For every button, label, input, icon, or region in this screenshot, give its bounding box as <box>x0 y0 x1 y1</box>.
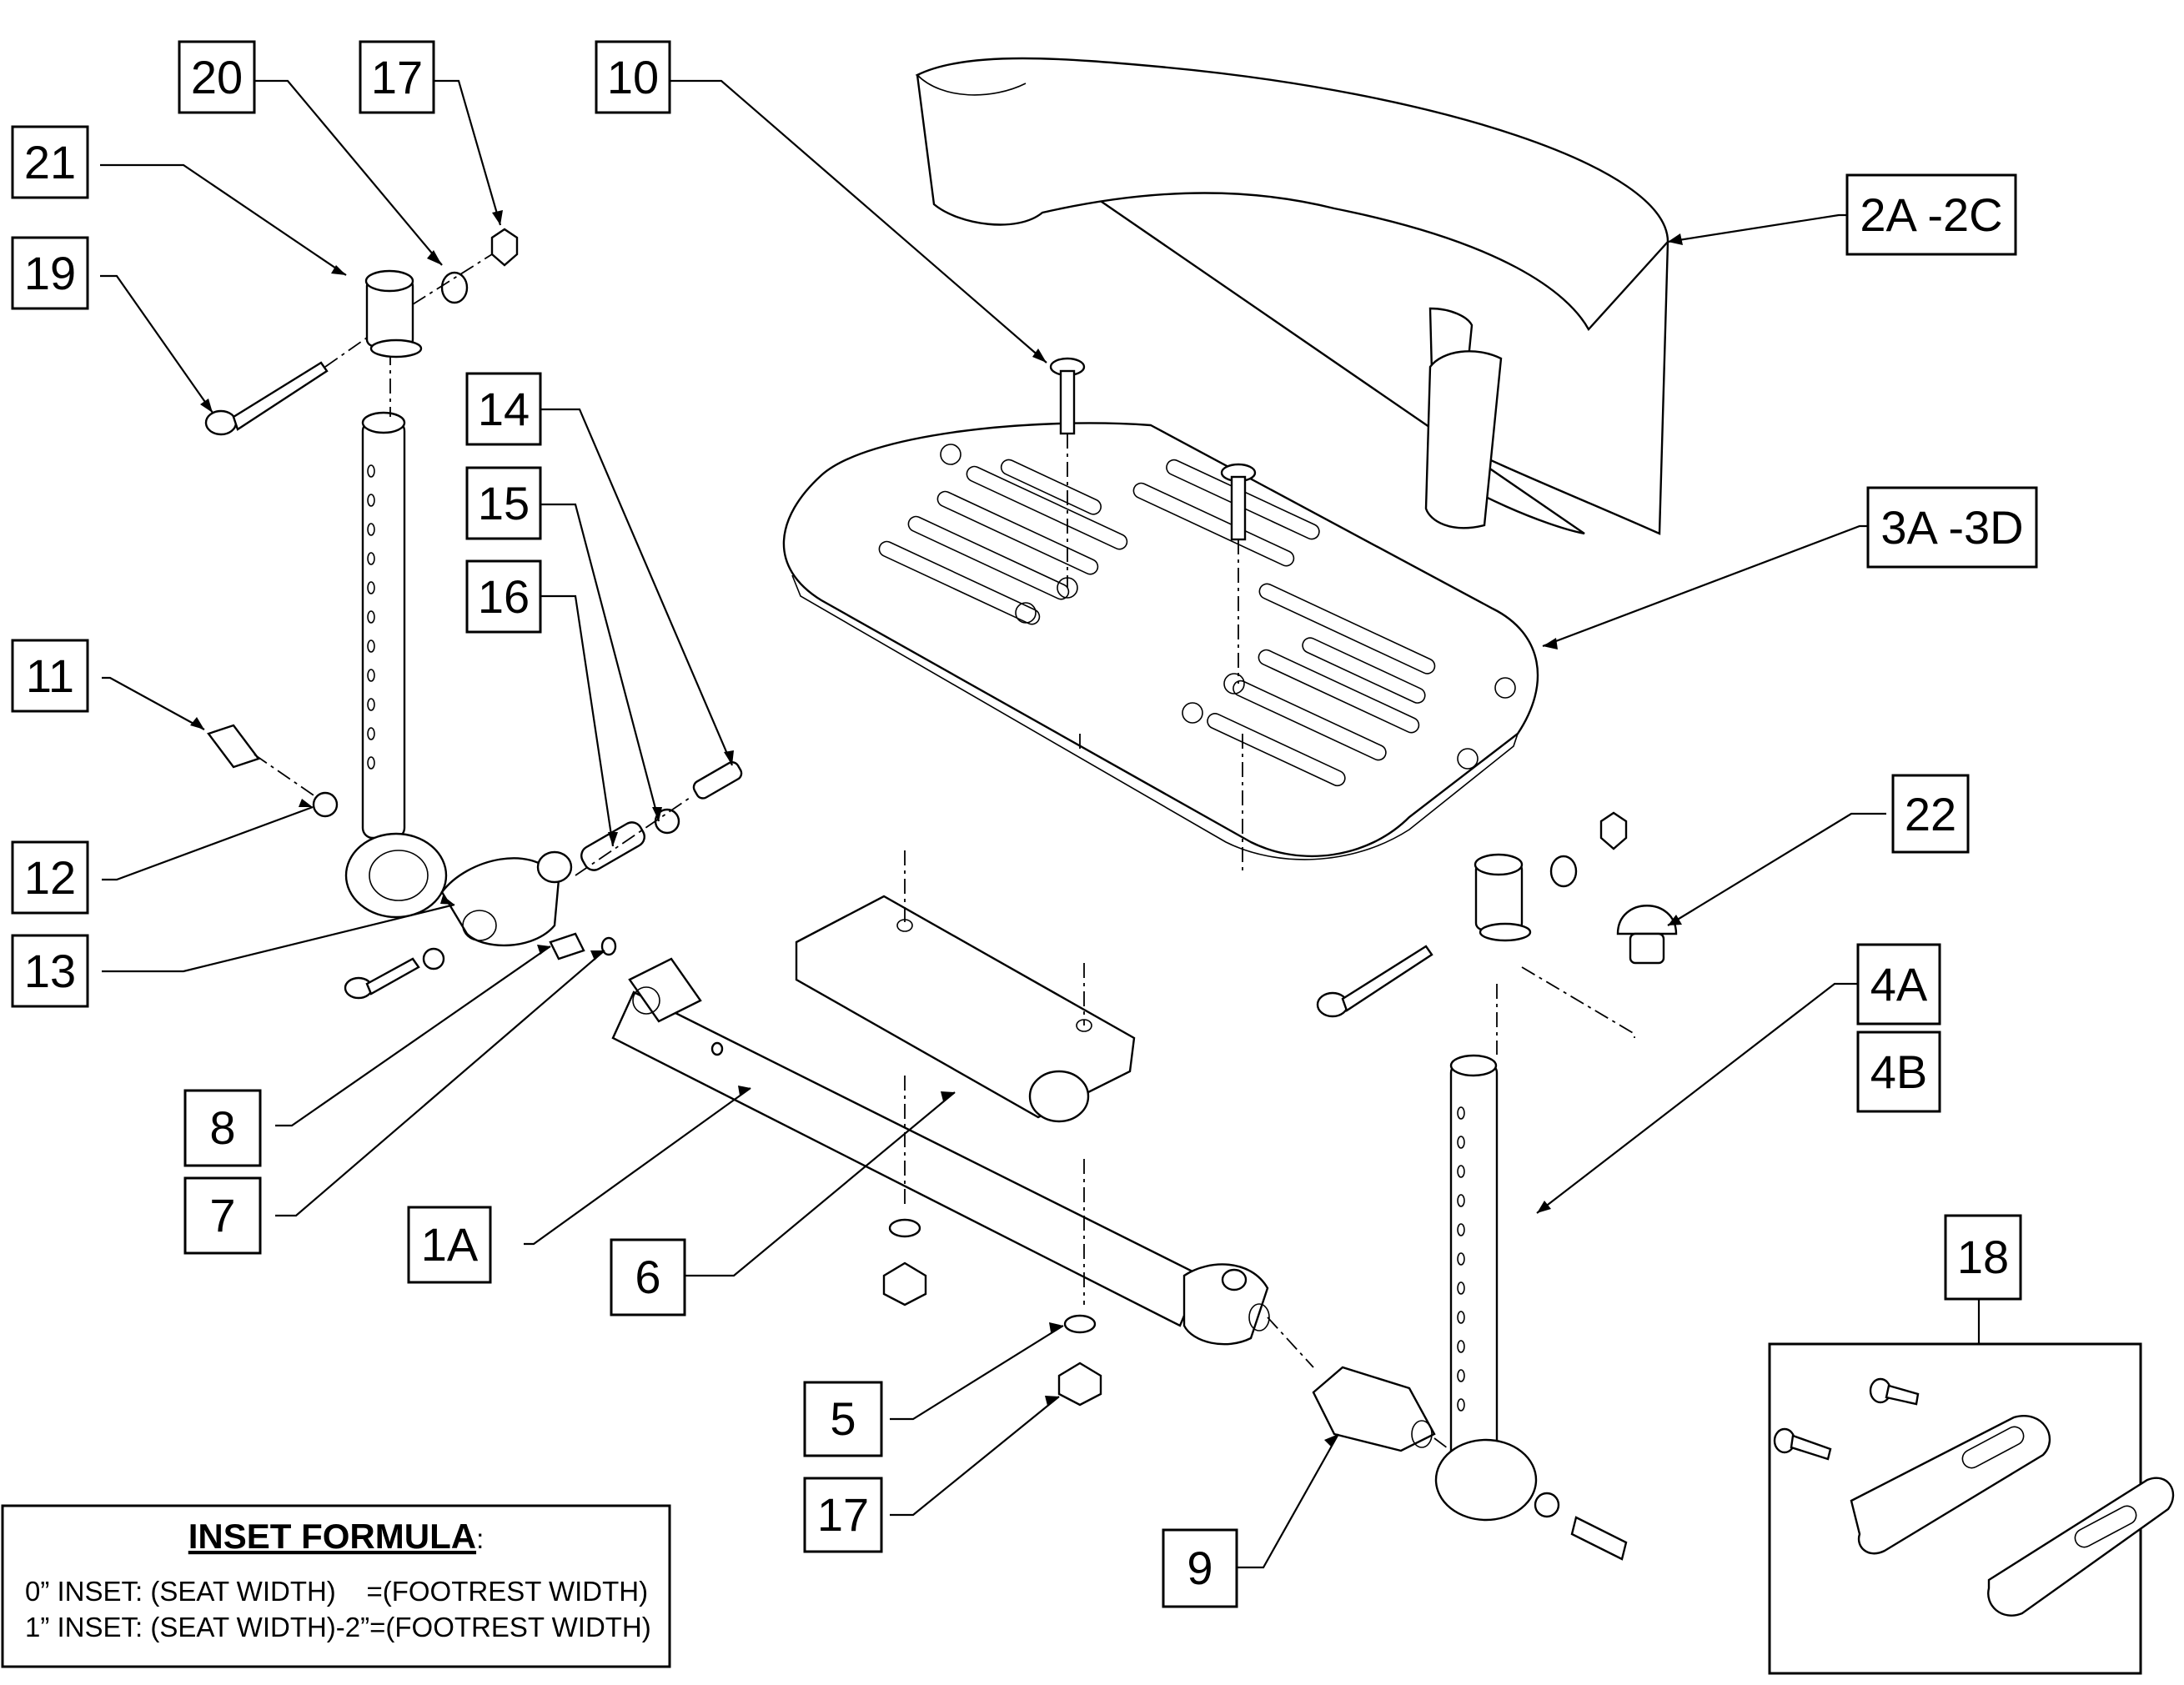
callout-labels: 20 17 10 21 19 2A -2C 14 15 <box>11 40 2038 1608</box>
svg-text:6: 6 <box>635 1251 660 1303</box>
inset-formula-line-2: 1” INSET: (SEAT WIDTH)-2”=(FOOTREST WIDT… <box>25 1612 651 1642</box>
svg-text:17: 17 <box>371 51 423 103</box>
callout-18: 18 <box>1944 1214 2022 1301</box>
svg-text:9: 9 <box>1187 1542 1212 1594</box>
svg-text:8: 8 <box>209 1101 235 1154</box>
svg-text:3A -3D: 3A -3D <box>1880 501 2023 554</box>
svg-text:14: 14 <box>478 383 530 435</box>
inset-formula-title: INSET FORMULA <box>188 1517 476 1556</box>
callout-6: 6 <box>610 1238 686 1316</box>
svg-text:19: 19 <box>24 247 76 299</box>
svg-text:16: 16 <box>478 570 530 623</box>
callout-9: 9 <box>1162 1528 1238 1608</box>
screw-10 <box>1049 357 1257 684</box>
clamp-9 <box>1312 1366 1452 1452</box>
callout-11: 11 <box>11 639 89 713</box>
svg-text:22: 22 <box>1905 788 1956 840</box>
swivel-assembly <box>344 761 743 1000</box>
cross-tube <box>611 957 1314 1368</box>
callout-14: 14 <box>465 372 542 446</box>
svg-text:13: 13 <box>24 945 76 997</box>
callout-8: 8 <box>183 1089 262 1167</box>
svg-text:15: 15 <box>478 477 530 529</box>
callout-15: 15 <box>465 466 542 540</box>
svg-text:INSET FORMULA:: INSET FORMULA: <box>188 1517 484 1556</box>
callout-13: 13 <box>11 934 89 1008</box>
callout-21: 21 <box>11 125 89 199</box>
callout-2a-2c: 2A -2C <box>1845 173 2017 256</box>
hanger-right <box>1316 811 1678 1561</box>
leader-lines <box>100 79 1981 1569</box>
calf-strap <box>915 57 1669 535</box>
callout-10: 10 <box>595 40 671 114</box>
inset-formula-line-1: 0” INSET: (SEAT WIDTH) =(FOOTREST WIDTH) <box>25 1576 648 1607</box>
callout-4b: 4B <box>1856 1031 1941 1113</box>
callout-3a-3d: 3A -3D <box>1866 486 2038 569</box>
leader-arrowheads <box>190 210 1683 1447</box>
callout-17-bottom: 17 <box>803 1477 883 1553</box>
svg-text:4B: 4B <box>1870 1046 1928 1098</box>
callout-5: 5 <box>803 1381 883 1457</box>
hanger-left <box>204 228 519 919</box>
callout-12: 12 <box>11 840 89 915</box>
svg-text:11: 11 <box>26 649 74 702</box>
callout-7: 7 <box>183 1176 262 1255</box>
svg-text:1A: 1A <box>421 1218 479 1271</box>
svg-text:4A: 4A <box>1870 958 1928 1010</box>
callout-22: 22 <box>1891 774 1970 854</box>
detail-inset-18 <box>1768 1342 2175 1675</box>
svg-text:5: 5 <box>830 1392 856 1445</box>
callout-20: 20 <box>178 40 256 114</box>
callout-16: 16 <box>465 559 542 634</box>
svg-text:20: 20 <box>191 51 243 103</box>
callout-19: 19 <box>11 236 89 310</box>
inset-formula-colon: : <box>476 1523 484 1554</box>
svg-text:17: 17 <box>817 1488 869 1541</box>
callout-17-top: 17 <box>359 40 435 114</box>
svg-text:2A -2C: 2A -2C <box>1860 188 2002 241</box>
svg-text:21: 21 <box>24 136 76 188</box>
svg-text:18: 18 <box>1957 1231 2009 1283</box>
inset-formula-box: INSET FORMULA: 0” INSET: (SEAT WIDTH) =(… <box>1 1504 671 1668</box>
svg-text:10: 10 <box>607 51 659 103</box>
footplate <box>782 422 1539 860</box>
callout-1a: 1A <box>407 1206 492 1284</box>
clamp-block <box>795 734 1243 1407</box>
svg-text:12: 12 <box>24 851 76 904</box>
svg-text:7: 7 <box>209 1189 235 1241</box>
callout-4a: 4A <box>1856 943 1941 1026</box>
